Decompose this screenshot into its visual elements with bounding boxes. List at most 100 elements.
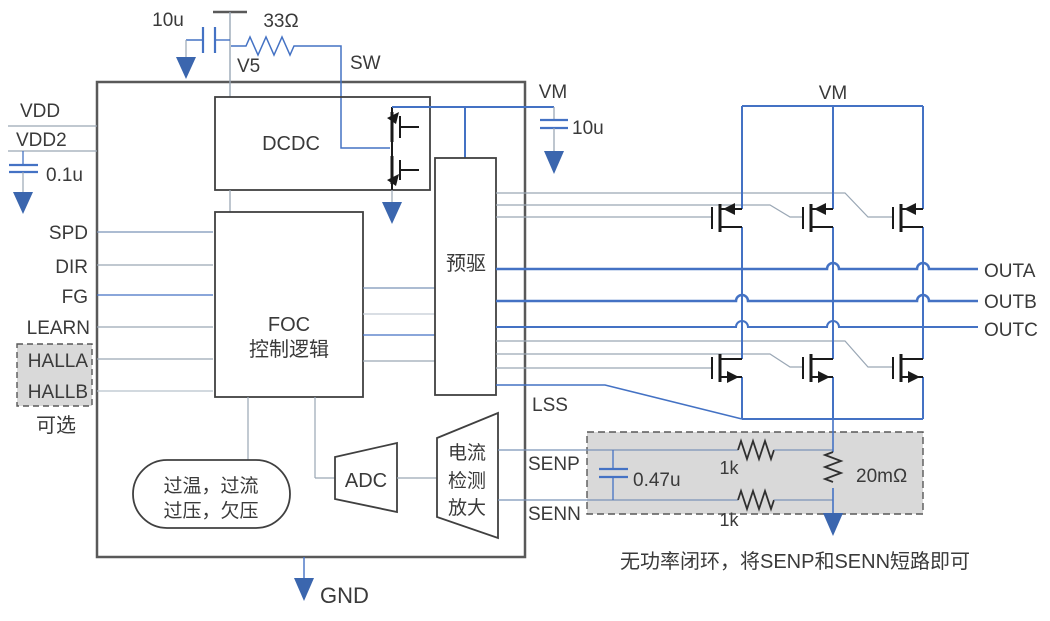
fet-arrow-icon: [387, 112, 399, 124]
predriver-label: 预驱: [446, 252, 486, 275]
dcdc-mosfet-low: [387, 142, 419, 186]
fg-label: FG: [62, 287, 88, 308]
cap-01u-label: 0.1u: [46, 165, 83, 186]
senn-label: SENN: [528, 504, 581, 525]
lss-net: LSS: [496, 384, 743, 420]
fet-arrow-icon: [908, 371, 920, 383]
predriver-block: 预驱: [434, 157, 497, 396]
senp-label: SENP: [528, 454, 580, 475]
gate-wire-c: [496, 192, 893, 218]
fet-arrow-icon: [723, 203, 735, 215]
chip-gnd: GND: [294, 557, 369, 608]
adc-block: ADC: [314, 397, 437, 514]
signal-pins: SPD DIR FG LEARN HALLA HALLB 可选: [16, 223, 213, 437]
ground-arrow-icon: [294, 578, 314, 601]
outa-wire: [496, 261, 978, 271]
amp-outline: [436, 411, 499, 540]
resistor-1k-bottom: [737, 488, 775, 512]
ground-arrow-icon: [544, 151, 564, 174]
protection-outline: [132, 459, 291, 529]
resistor-20m: [822, 451, 844, 483]
vdd2-label: VDD2: [16, 130, 67, 151]
gate-wire-c-low: [496, 340, 893, 368]
gate-wire-b-low: [496, 353, 803, 368]
fet-arrow-icon: [904, 203, 916, 215]
sense-network: SENP SENN 0.47u 1k 1k 20mΩ: [498, 419, 924, 536]
mosfet-high-c: [892, 203, 923, 232]
predriver-outline: [434, 157, 497, 396]
dir-label: DIR: [55, 257, 88, 278]
sw-label: SW: [350, 53, 381, 74]
amp-label-1: 电流: [448, 442, 486, 464]
hall-optional-box: [16, 343, 93, 407]
current-sense-amp-block: 电流 检测 放大: [436, 411, 499, 540]
cap-047u-label: 0.47u: [633, 470, 681, 491]
foc-predriver-wires: [363, 287, 435, 362]
high-side-gate-wires: [496, 192, 893, 218]
adc-label: ADC: [345, 470, 387, 492]
foc-outline: [214, 211, 364, 398]
r1k-bottom-label: 1k: [719, 510, 739, 530]
outc-wire: [496, 320, 978, 328]
vdd-label: VDD: [20, 101, 60, 122]
v5-filter-network: 10u 33Ω V5 SW: [152, 10, 390, 149]
cap-10u-label: 10u: [152, 10, 184, 31]
spd-label: SPD: [49, 223, 88, 244]
dcdc-outline: [214, 96, 431, 191]
sense-note: 无功率闭环，将SENP和SENN短路即可: [620, 550, 970, 573]
fet-arrow-icon: [814, 203, 826, 215]
lss-label: LSS: [532, 395, 568, 416]
foc-block: FOC 控制逻辑: [214, 211, 364, 398]
r1k-top-label: 1k: [719, 458, 739, 478]
protection-label-1: 过温，过流: [163, 475, 258, 497]
protection-label-2: 过压，欠压: [163, 500, 258, 522]
resistor-33-label: 33Ω: [263, 11, 298, 32]
outb-wire: [496, 293, 978, 303]
sw-resistor-wire: [231, 35, 390, 149]
resistor-1k-top: [737, 438, 775, 462]
high-side-mosfets: [711, 203, 923, 232]
lss-wire: [496, 384, 743, 420]
gate-wire-b: [496, 204, 803, 218]
learn-label: LEARN: [27, 318, 90, 339]
vm-cap-label: 10u: [572, 118, 604, 139]
v5-label: V5: [237, 56, 260, 77]
mosfet-low-b: [802, 354, 833, 383]
outa-label: OUTA: [984, 261, 1036, 282]
phase-outputs: OUTA OUTB OUTC: [496, 261, 1038, 341]
foc-label-1: FOC: [268, 314, 310, 336]
power-bridge: VM: [741, 83, 924, 420]
fet-arrow-icon: [387, 174, 399, 186]
vm-label: VM: [539, 82, 568, 103]
outc-label: OUTC: [984, 320, 1038, 341]
dcdc-mosfet-high: [387, 107, 419, 142]
protection-block: 过温，过流 过压，欠压: [132, 397, 291, 529]
ground-arrow-icon: [13, 192, 33, 214]
fet-arrow-icon: [818, 371, 830, 383]
mosfet-low-c: [892, 354, 923, 383]
halla-label: HALLA: [28, 351, 89, 372]
bridge-vm-label: VM: [819, 83, 848, 104]
low-side-gate-wires: [496, 340, 893, 369]
amp-label-2: 检测: [448, 470, 486, 492]
low-side-mosfets: [711, 354, 923, 383]
ground-arrow-icon: [176, 57, 196, 79]
ground-arrow-icon: [382, 202, 402, 224]
fet-arrow-icon: [727, 371, 739, 383]
amp-label-3: 放大: [448, 497, 486, 519]
ground-arrow-icon: [823, 513, 843, 536]
dcdc-block: DCDC: [214, 96, 431, 224]
supply-pins: VDD VDD2 0.1u: [8, 101, 97, 214]
foc-label-2: 控制逻辑: [249, 338, 329, 361]
dcdc-label: DCDC: [262, 133, 320, 155]
mosfet-low-a: [711, 354, 742, 383]
mosfet-high-a: [711, 203, 742, 232]
chip-boundary: [95, 80, 527, 559]
outb-label: OUTB: [984, 292, 1037, 313]
vm-entry: VM 10u: [392, 82, 604, 174]
adc-outline: [334, 441, 398, 514]
mosfet-high-b: [802, 203, 833, 232]
gnd-label: GND: [320, 583, 369, 608]
